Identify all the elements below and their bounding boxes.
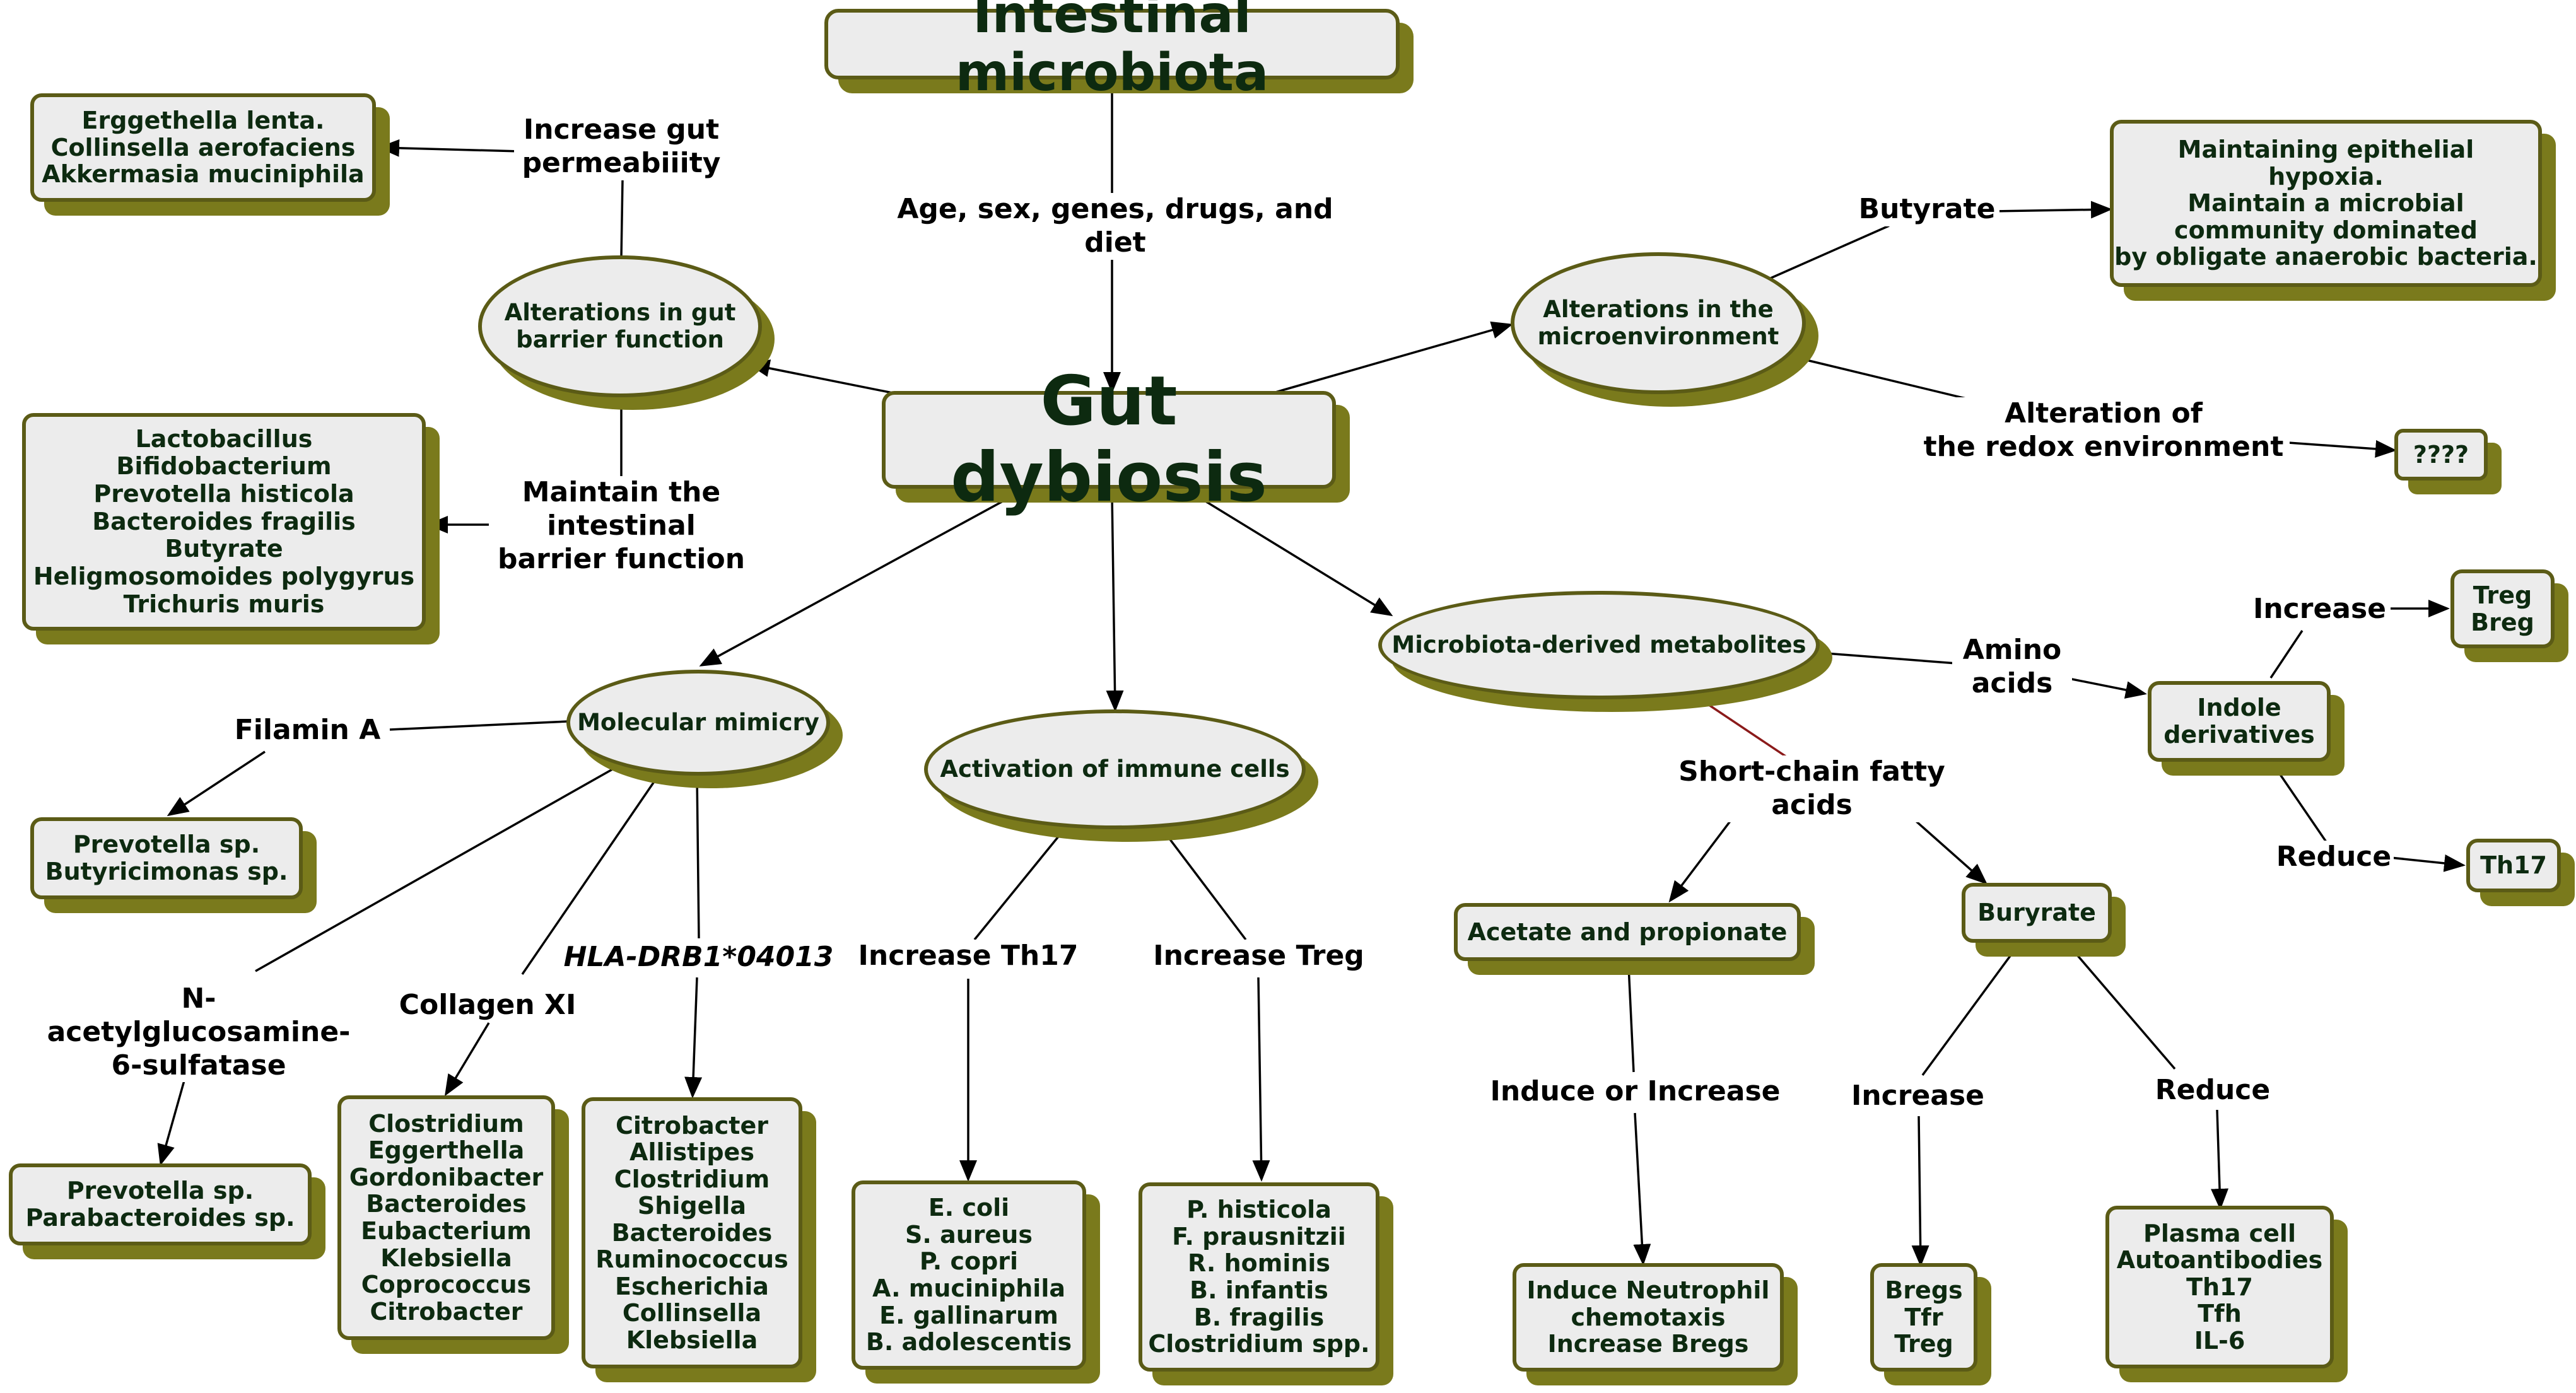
edge-barrier-permeability	[620, 179, 624, 258]
treg-breg-box: Treg Breg	[2450, 569, 2555, 648]
label-amino-acids: Amino acids	[1952, 634, 2072, 701]
edge-reduce-plasma	[2211, 1109, 2229, 1210]
edge-buryrate-reduce	[2071, 948, 2176, 1070]
label-maintain-barrier: Maintain the intestinal barrier function	[489, 476, 754, 576]
edge-mimicry-filamin	[389, 720, 568, 731]
edge-metabolites-amino	[1817, 651, 1957, 665]
edge-increase-bregs	[1911, 1116, 1929, 1267]
label-collagen: Collagen XI	[396, 989, 579, 1022]
neutrophil-box: Induce Neutrophil chemotaxis Increase Br…	[1513, 1263, 1784, 1372]
label-factors: Age, sex, genes, drugs, and diet	[869, 193, 1361, 260]
edge-acetate-induce	[1627, 965, 1635, 1073]
metabolites-ellipse: Microbiota-derived metabolites	[1378, 591, 1820, 699]
label-filamin: Filamin A	[227, 714, 388, 747]
edge-treg-taxa	[1252, 977, 1270, 1182]
collagen-taxa-box: Clostridium Eggerthella Gordonibacter Ba…	[337, 1095, 555, 1340]
label-increase-treg: Increase Treg	[1147, 940, 1371, 973]
label-increase-th17: Increase Th17	[855, 940, 1082, 973]
nacetyl-taxa-box: Prevotella sp. Parabacteroides sp.	[9, 1163, 312, 1245]
microenvironment-ellipse: Alterations in the microenvironment	[1511, 252, 1806, 394]
edge-indole-increase	[2269, 630, 2304, 679]
edge-microenv-butyrate	[1769, 224, 1890, 280]
edge-activation-treg	[1162, 830, 1247, 941]
acetate-propionate-box: Acetate and propionate	[1454, 903, 1801, 961]
hla-taxa-box: Citrobacter Allistipes Clostridium Shige…	[582, 1097, 802, 1368]
label-increase-buryrate: Increase	[1847, 1080, 1989, 1113]
edge-redox-unknown	[2288, 440, 2397, 458]
edge-induce-neutrophil	[1633, 1112, 1651, 1266]
unknown-box: ????	[2394, 429, 2488, 481]
bregs-box: Bregs Tfr Treg	[1870, 1263, 1977, 1372]
edge-mimicry-hla	[696, 775, 700, 939]
edge-dysbiosis-mimicry	[699, 494, 1015, 667]
th17-taxa-box: E. coli S. aureus P. copri A. muciniphil…	[852, 1180, 1086, 1370]
edge-reduce-th17	[2390, 854, 2466, 872]
label-increase-indole: Increase	[2249, 593, 2391, 626]
label-redox: Alteration of the redox environment	[1917, 397, 2290, 464]
edge-hla-taxa	[684, 977, 703, 1099]
th17-box: Th17	[2466, 839, 2561, 892]
edge-collagen-taxa	[444, 1022, 490, 1097]
edge-dysbiosis-microenv	[1275, 321, 1513, 393]
label-reduce-buryrate: Reduce	[2150, 1074, 2276, 1107]
indole-box: Indole derivatives	[2148, 681, 2331, 762]
label-reduce-indole: Reduce	[2274, 841, 2394, 874]
edge-mimicry-nacetyl	[255, 763, 622, 972]
edge-mimicry-collagen	[521, 774, 660, 975]
maintain-barrier-taxa-box: Lactobacillus Bifidobacterium Prevotella…	[22, 413, 426, 631]
edge-buryrate-increase	[1921, 948, 2017, 1076]
label-induce-increase: Induce or Increase	[1485, 1075, 1785, 1109]
edge-amino-indole	[2065, 677, 2147, 699]
edge-butyrate-effects	[1993, 201, 2112, 219]
edge-filamin-taxa	[167, 750, 266, 817]
edge-dysbiosis-barrier	[748, 359, 899, 395]
filamin-taxa-box: Prevotella sp. Butyricimonas sp.	[30, 817, 303, 899]
label-butyrate: Butyrate	[1854, 193, 1999, 226]
permeability-taxa-box: Erggethella lenta. Collinsella aerofacie…	[30, 93, 376, 202]
edge-activation-th17	[973, 830, 1064, 941]
treg-taxa-box: P. histicola F. prausnitzii R. hominis B…	[1139, 1182, 1379, 1372]
buryrate-box: Buryrate	[1962, 883, 2112, 943]
label-scfa: Short-chain fatty acids	[1640, 755, 1984, 822]
activation-immune-ellipse: Activation of immune cells	[924, 709, 1306, 829]
label-hla: HLA-DRB1*04013	[555, 941, 842, 974]
edge-microenv-redox	[1803, 358, 1988, 405]
edge-permeability-taxa	[378, 139, 521, 157]
label-increase-permeability: Increase gut permeabiiity	[514, 114, 729, 180]
gut-barrier-ellipse: Alterations in gut barrier function	[478, 255, 762, 397]
gut-dysbiosis-node: Gut dybiosis	[882, 363, 1336, 515]
edge-dysbiosis-metabolites	[1195, 494, 1393, 617]
label-nacetyl: N-acetylglucosamine- 6-sulfatase	[35, 982, 363, 1083]
molecular-mimicry-ellipse: Molecular mimicry	[566, 670, 830, 776]
edge-dysbiosis-activation	[1106, 494, 1124, 712]
edge-metabolites-scfa	[1696, 696, 1798, 766]
edge-indole-reduce	[2274, 767, 2327, 842]
title-node: Intestinal microbiota	[824, 0, 1400, 102]
plasma-box: Plasma cell Autoantibodies Th17 Tfh IL-6	[2105, 1206, 2334, 1368]
butyrate-effects-box: Maintaining epithelial hypoxia. Maintain…	[2110, 120, 2542, 287]
